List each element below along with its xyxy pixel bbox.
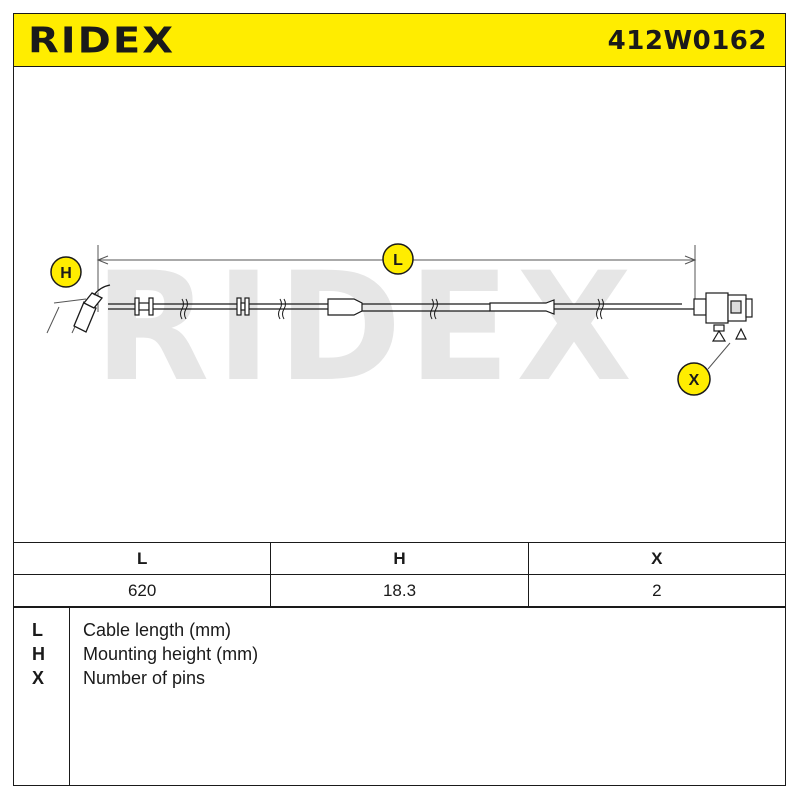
legend-text: Mounting height (mm) bbox=[83, 644, 259, 664]
legend-item: X Number of pins bbox=[14, 668, 785, 692]
sensor-drawing: RIDEX L H bbox=[46, 241, 753, 415]
legend-item: H Mounting height (mm) bbox=[14, 644, 785, 668]
legend-text: Cable length (mm) bbox=[83, 620, 232, 640]
spec-value-h: 18.3 bbox=[270, 574, 529, 607]
page-frame bbox=[13, 13, 786, 786]
watermark: RIDEX bbox=[94, 241, 638, 415]
cable-breaks bbox=[180, 298, 604, 320]
legend-item: L Cable length (mm) bbox=[14, 620, 785, 644]
legend-key: X bbox=[32, 668, 45, 688]
length-callout: L bbox=[382, 243, 414, 275]
legend-key: H bbox=[32, 644, 45, 664]
spec-value-row: 620 18.3 2 bbox=[12, 574, 787, 607]
spec-header-row: L H X bbox=[12, 542, 787, 575]
length-callout-label: L bbox=[393, 252, 403, 269]
pins-callout: X bbox=[677, 342, 731, 396]
spec-value-x: 2 bbox=[527, 574, 787, 607]
height-callout: H bbox=[50, 256, 82, 288]
sensor-head bbox=[73, 284, 111, 333]
spec-table: L H X 620 18.3 2 bbox=[12, 542, 787, 607]
height-callout-label: H bbox=[60, 265, 72, 282]
spec-value-l: 620 bbox=[12, 574, 272, 607]
header-bar: RIDEX 412W0162 bbox=[13, 13, 786, 67]
legend-key: L bbox=[32, 620, 43, 640]
connector bbox=[693, 292, 753, 342]
legend-text: Number of pins bbox=[83, 668, 206, 688]
legend-divider bbox=[69, 608, 70, 785]
cable bbox=[108, 303, 694, 312]
brand-logo: RIDEX bbox=[28, 20, 176, 62]
part-number: 412W0162 bbox=[607, 26, 767, 56]
pins-callout-label: X bbox=[689, 372, 700, 389]
spec-header-x: X bbox=[527, 542, 787, 575]
cable-clips bbox=[134, 297, 555, 316]
